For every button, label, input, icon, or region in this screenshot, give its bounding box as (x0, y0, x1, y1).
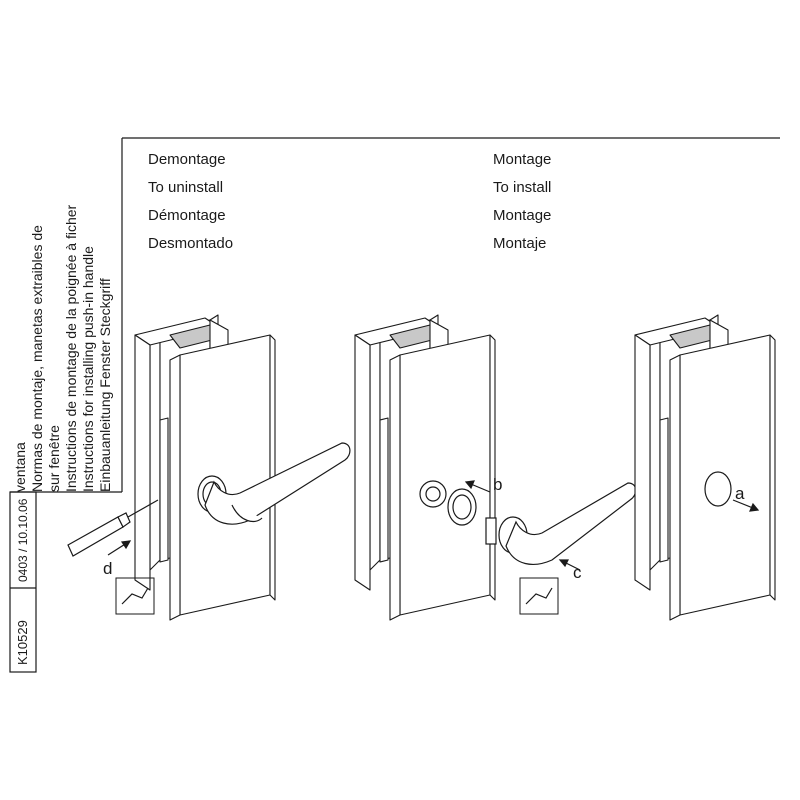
profile-uninstall (134, 314, 276, 621)
step-label-b: b (493, 475, 502, 494)
step-label-a: a (735, 484, 745, 503)
install-de: Montage (493, 151, 552, 168)
uninstall-heading: Demontage To uninstall Démontage Desmont… (148, 146, 233, 258)
arrow-d (107, 540, 132, 556)
cover-cap (704, 471, 732, 507)
step-label-c: c (573, 563, 582, 582)
handle-mounted (197, 442, 351, 525)
handle-loose (498, 482, 637, 565)
hand-press-icon (115, 577, 155, 615)
install-es: Montaje (493, 235, 547, 252)
uninstall-en: To uninstall (148, 179, 224, 196)
uninstall-es: Desmontado (148, 235, 234, 252)
screwdriver-icon (67, 499, 159, 557)
hand-symbol (121, 587, 149, 605)
profile-install (354, 314, 496, 621)
arrow-c (558, 559, 581, 571)
profile-finished (634, 314, 776, 621)
install-heading: Montage To install Montage Montaje (493, 146, 551, 258)
install-en: To install (493, 179, 552, 196)
gear-socket (419, 480, 497, 545)
uninstall-de: Demontage (148, 151, 226, 168)
hand-press-icon (519, 577, 559, 615)
hand-symbol (525, 587, 553, 605)
install-fr: Montage (493, 207, 552, 224)
uninstall-fr: Démontage (148, 207, 226, 224)
code-box-frame (9, 491, 37, 673)
arrow-b (464, 480, 491, 493)
arrow-a (732, 499, 760, 512)
step-label-d: d (103, 559, 112, 578)
